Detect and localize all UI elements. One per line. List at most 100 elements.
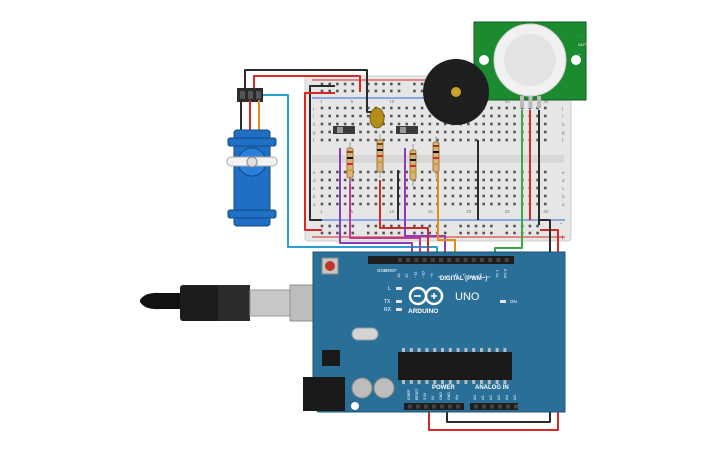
breadboard-hole[interactable] [382,106,385,110]
breadboard-hole[interactable] [467,130,470,134]
digital-pin[interactable] [463,258,468,262]
rail-hole[interactable] [343,231,347,235]
digital-pin[interactable] [471,258,476,262]
digital-pin[interactable] [398,258,402,262]
breadboard-hole[interactable] [390,114,393,118]
breadboard-hole[interactable] [420,186,424,190]
breadboard-hole[interactable] [397,138,401,142]
breadboard-hole[interactable] [359,122,362,126]
breadboard-hole[interactable] [536,114,539,118]
breadboard-hole[interactable] [366,122,370,126]
breadboard-hole[interactable] [343,186,347,190]
breadboard-hole[interactable] [497,202,501,206]
breadboard-hole[interactable] [497,138,501,142]
breadboard-hole[interactable] [405,202,408,206]
breadboard-hole[interactable] [397,122,401,126]
breadboard-hole[interactable] [536,122,539,126]
rail-hole[interactable] [420,89,424,93]
breadboard-hole[interactable] [436,138,439,142]
breadboard-hole[interactable] [428,122,432,126]
breadboard-hole[interactable] [443,178,447,182]
breadboard-hole[interactable] [366,178,370,182]
rail-hole[interactable] [413,224,416,228]
breadboard-hole[interactable] [382,194,385,198]
breadboard-hole[interactable] [351,194,355,198]
breadboard-hole[interactable] [497,106,501,110]
breadboard-hole[interactable] [474,178,478,182]
breadboard-hole[interactable] [505,178,509,182]
breadboard-hole[interactable] [336,170,339,174]
rail-hole[interactable] [482,231,485,235]
breadboard-hole[interactable] [390,194,393,198]
breadboard-hole[interactable] [428,130,432,134]
breadboard-hole[interactable] [544,202,547,206]
digital-pin[interactable] [455,258,460,262]
breadboard-hole[interactable] [443,138,447,142]
breadboard-hole[interactable] [482,122,485,126]
breadboard-hole[interactable] [328,138,331,142]
wire-arduino-5v[interactable] [428,229,559,431]
breadboard-hole[interactable] [374,186,378,190]
breadboard-hole[interactable] [390,178,393,182]
breadboard-hole[interactable] [366,202,370,206]
breadboard-hole[interactable] [382,138,385,142]
breadboard-hole[interactable] [374,138,378,142]
breadboard-hole[interactable] [336,178,339,182]
breadboard-hole[interactable] [390,122,393,126]
digital-pin[interactable] [422,258,427,262]
breadboard-hole[interactable] [544,194,547,198]
breadboard-hole[interactable] [405,114,408,118]
breadboard-hole[interactable] [336,194,339,198]
digital-pin[interactable] [406,258,411,262]
digital-pin[interactable] [488,258,493,262]
breadboard-hole[interactable] [374,130,378,134]
analog-pin[interactable] [490,404,494,409]
power-pin[interactable] [416,404,420,409]
breadboard-hole[interactable] [328,122,331,126]
breadboard-hole[interactable] [467,138,470,142]
breadboard-hole[interactable] [428,178,432,182]
breadboard-hole[interactable] [513,194,516,198]
breadboard-hole[interactable] [343,202,347,206]
breadboard-hole[interactable] [343,170,347,174]
rail-hole[interactable] [351,89,355,93]
rail-hole[interactable] [490,224,493,228]
breadboard-hole[interactable] [420,114,424,118]
breadboard-hole[interactable] [351,106,355,110]
rail-hole[interactable] [536,224,539,228]
slide-switch-2[interactable] [396,126,418,134]
breadboard-hole[interactable] [497,122,501,126]
rail-hole[interactable] [443,231,447,235]
rail-hole[interactable] [382,231,385,235]
breadboard-hole[interactable] [544,122,547,126]
breadboard-hole[interactable] [359,178,362,182]
breadboard-hole[interactable] [443,202,447,206]
resistor-icon[interactable] [346,142,354,184]
breadboard-hole[interactable] [405,194,408,198]
wire-arduino-gnd[interactable] [446,219,551,423]
breadboard-hole[interactable] [451,194,455,198]
rail-hole[interactable] [474,231,478,235]
breadboard-hole[interactable] [343,178,347,182]
resistor-icon[interactable] [432,136,440,178]
breadboard-hole[interactable] [536,178,539,182]
breadboard-hole[interactable] [382,178,385,182]
breadboard-hole[interactable] [413,122,416,126]
wire-servo-ground[interactable] [244,69,372,113]
breadboard-hole[interactable] [428,170,432,174]
power-pin[interactable] [424,404,428,409]
rail-hole[interactable] [351,82,355,86]
wire-switch2-pin[interactable] [404,148,446,256]
breadboard-hole[interactable] [482,170,485,174]
led-icon[interactable] [369,107,385,129]
rail-hole[interactable] [420,224,424,228]
breadboard-hole[interactable] [390,186,393,190]
rail-hole[interactable] [397,89,401,93]
breadboard-hole[interactable] [451,170,455,174]
breadboard-hole[interactable] [420,170,424,174]
breadboard-hole[interactable] [544,178,547,182]
breadboard-hole[interactable] [413,194,416,198]
pir-pin[interactable] [520,96,524,108]
piezo-buzzer-icon[interactable] [423,59,489,125]
